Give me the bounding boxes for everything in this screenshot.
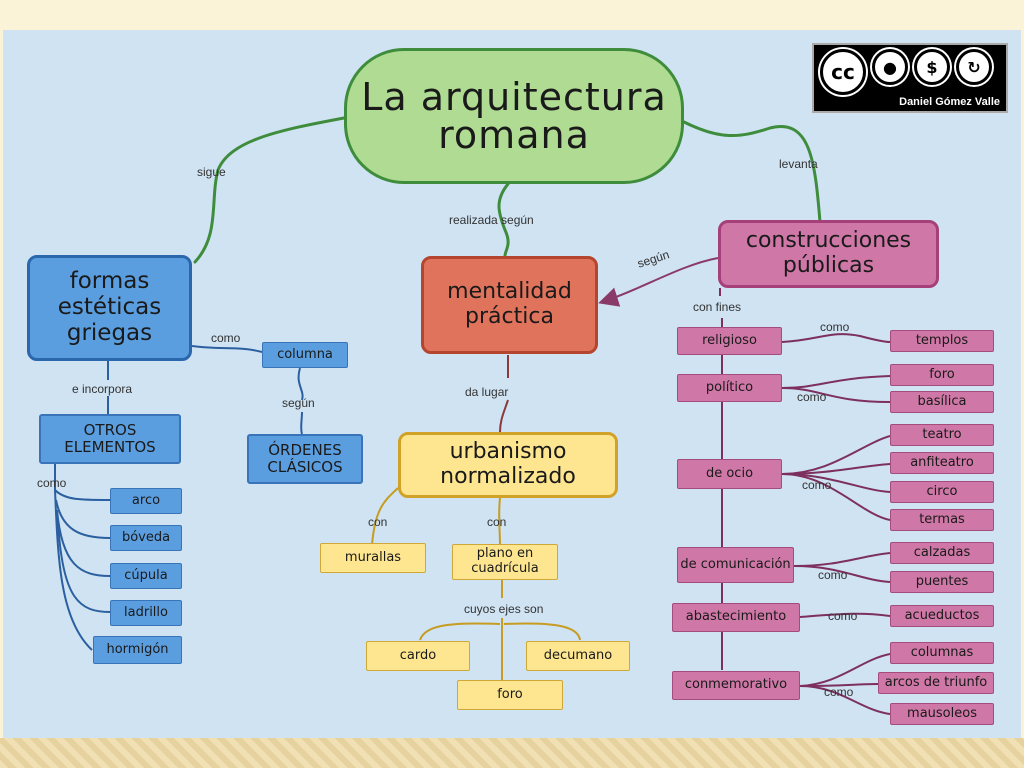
node-teatro: teatro [890, 424, 994, 446]
link-ocio-teatro [781, 435, 891, 475]
creative-commons-license-badge: cc ● $ ↻ Daniel Gómez Valle [812, 43, 1008, 113]
node-calzadas: calzadas [890, 542, 994, 564]
node-ocio: de ocio [677, 459, 782, 489]
link-columna-ordenes [297, 367, 304, 401]
link-abas-acueductos [799, 612, 891, 618]
link-label-sigue: sigue [197, 165, 226, 179]
node-columnas: columnas [890, 642, 994, 664]
link-urbanismo-murallas [371, 487, 399, 546]
node-anfiteatro: anfiteatro [890, 452, 994, 474]
link-label-realizada-segun: realizada según [449, 213, 534, 227]
node-comunicacion: de comunicación [677, 547, 794, 583]
link-label-como-religioso: como [820, 320, 850, 334]
link-label-como-ocio: como [802, 478, 832, 492]
link-root-mentalidad [497, 182, 510, 258]
license-author: Daniel Gómez Valle [899, 96, 1000, 108]
node-ordenes: ÓRDENES CLÁSICOS [247, 434, 363, 484]
node-mausoleos: mausoleos [890, 703, 994, 725]
node-templos: templos [890, 330, 994, 352]
node-foro-urbanismo: foro [457, 680, 563, 710]
link-label-levanta: levanta [779, 157, 818, 171]
link-to-ladrillo [57, 519, 111, 613]
nc-icon: $ [914, 49, 950, 85]
link-label-como-politico: como [797, 390, 827, 404]
link-root-construcciones [682, 120, 822, 224]
node-abastecimiento: abastecimiento [672, 603, 800, 632]
link-formas-columna [191, 345, 263, 353]
link-ocio-termas [781, 473, 891, 521]
node-otros: OTROS ELEMENTOS [39, 414, 181, 464]
link-label-da-lugar: da lugar [465, 385, 509, 399]
link-axis-decumano [503, 622, 581, 641]
node-arco: arco [110, 488, 182, 514]
node-ladrillo: ladrillo [110, 600, 182, 626]
link-label-como-conmemorativo: como [824, 685, 854, 699]
node-arcos-de-triunfo: arcos de triunfo [878, 672, 994, 694]
link-urbanismo-plano [498, 497, 501, 546]
link-root-formas [193, 116, 346, 264]
link-to-boveda [55, 499, 111, 539]
node-plano: plano en cuadrícula [452, 544, 558, 580]
link-dalugar-urbanismo [499, 399, 509, 433]
node-murallas: murallas [320, 543, 426, 573]
root-node: La arquitectura romana [344, 48, 684, 184]
link-com-calzadas [793, 552, 891, 567]
link-politico-foro [781, 375, 891, 389]
node-acueductos: acueductos [890, 605, 994, 627]
node-religioso: religioso [677, 327, 782, 355]
node-mentalidad: mentalidad práctica [421, 256, 598, 354]
node-politico: político [677, 374, 782, 402]
link-religioso-templos [781, 333, 891, 343]
node-cardo: cardo [366, 641, 470, 671]
node-boveda: bóveda [110, 525, 182, 551]
link-label-e-incorpora: e incorpora [72, 382, 133, 396]
node-urbanismo: urbanismo normalizado [398, 432, 618, 498]
node-termas: termas [890, 509, 994, 531]
link-label-con-plano: con [487, 515, 507, 529]
cc-icon: cc [820, 49, 866, 95]
node-construcciones: construcciones públicas [718, 220, 939, 288]
link-construcciones-mentalidad [598, 257, 719, 307]
link-ocio-circo [781, 473, 891, 493]
link-to-cupula [56, 509, 111, 577]
link-otros-trunk [54, 464, 93, 651]
link-com-puentes [793, 565, 891, 583]
node-puentes: puentes [890, 571, 994, 593]
link-to-arco [54, 489, 111, 501]
sa-icon: ↻ [956, 49, 992, 85]
node-foro: foro [890, 364, 994, 386]
link-label-cuyos-ejes-son: cuyos ejes son [464, 602, 544, 616]
link-label-con-fines: con fines [693, 300, 742, 314]
node-formas: formas estéticas griegas [27, 255, 192, 361]
node-decumano: decumano [526, 641, 630, 671]
node-circo: circo [890, 481, 994, 503]
link-label-con-murallas: con [368, 515, 388, 529]
link-ordenes-segun [300, 411, 303, 435]
node-conmemorativo: conmemorativo [672, 671, 800, 700]
link-label-como-comunicacion: como [818, 568, 848, 582]
node-columna: columna [262, 342, 348, 368]
node-hormigon: hormigón [93, 636, 182, 664]
by-icon: ● [872, 49, 908, 85]
node-cupula: cúpula [110, 563, 182, 589]
node-basilica: basílica [890, 391, 994, 413]
link-label-como-formas: como [211, 331, 241, 345]
link-label-como-abastecimiento: como [828, 609, 858, 623]
link-conm-mausoleos [799, 685, 891, 715]
link-conm-columnas [799, 653, 891, 687]
link-politico-basilica [781, 387, 891, 403]
bottom-decorative-strip [0, 738, 1024, 768]
link-label-segun-columna: según [282, 396, 315, 410]
link-label-como-otros: como [37, 476, 67, 490]
link-axis-cardo [419, 622, 501, 641]
